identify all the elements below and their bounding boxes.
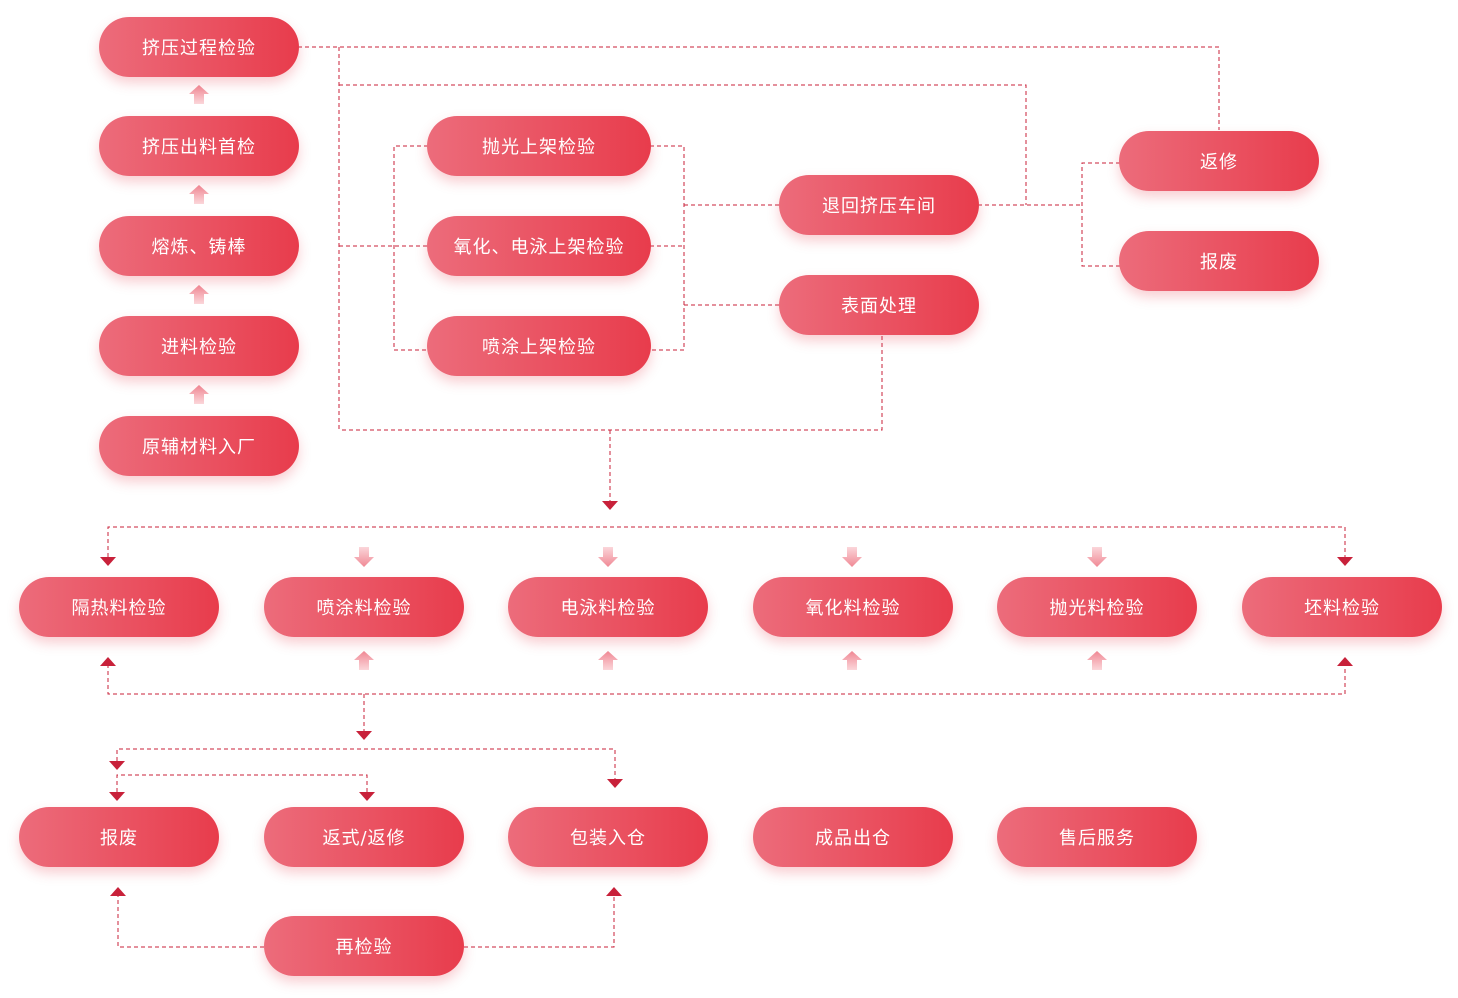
node-spray-material-inspection: 喷涂料检验 [264,577,464,637]
node-polish-rack-inspection: 抛光上架检验 [427,116,651,176]
arrow-down-icon [100,557,116,566]
node-retry-repair: 返式/返修 [264,807,464,867]
node-pack-warehouse: 包装入仓 [508,807,708,867]
soft-arrow-up-icon [1087,651,1107,670]
soft-arrow-up-icon [598,651,618,670]
arrow-down-icon [356,731,372,740]
node-after-sales: 售后服务 [997,807,1197,867]
node-raw-materials-entry: 原辅材料入厂 [99,416,299,476]
node-incoming-inspection: 进料检验 [99,316,299,376]
soft-arrow-down-icon [354,547,374,567]
arrow-down-icon [109,761,125,770]
soft-arrow-up-icon [189,185,209,204]
node-return-extrusion-workshop: 退回挤压车间 [779,175,979,235]
arrow-up-icon [1337,657,1353,666]
soft-arrow-up-icon [189,85,209,104]
node-insulation-inspection: 隔热料检验 [19,577,219,637]
soft-arrow-up-icon [354,651,374,670]
node-polish-material-inspection: 抛光料检验 [997,577,1197,637]
arrow-down-icon [1337,557,1353,566]
node-scrap-top: 报废 [1119,231,1319,291]
node-surface-treatment: 表面处理 [779,275,979,335]
arrow-up-icon [606,887,622,896]
node-finished-out: 成品出仓 [753,807,953,867]
arrow-up-icon [110,887,126,896]
soft-arrow-down-icon [1087,547,1107,567]
node-extrusion-process-inspection: 挤压过程检验 [99,17,299,77]
dashed-lines [107,46,1346,948]
node-spray-rack-inspection: 喷涂上架检验 [427,316,651,376]
node-blank-inspection: 坯料检验 [1242,577,1442,637]
soft-arrow-up-icon [189,285,209,304]
soft-arrow-up-icon [842,651,862,670]
soft-up-arrows [189,85,1107,670]
soft-arrow-up-icon [189,385,209,404]
node-repair-top: 返修 [1119,131,1319,191]
node-extrusion-first-inspection: 挤压出料首检 [99,116,299,176]
solid-arrowheads [100,501,1353,896]
node-melting-casting: 熔炼、铸棒 [99,216,299,276]
soft-arrow-down-icon [598,547,618,567]
arrow-up-icon [100,657,116,666]
arrow-down-icon [359,792,375,801]
node-electrophoresis-inspection: 电泳料检验 [508,577,708,637]
node-oxidation-rack-inspection: 氧化、电泳上架检验 [427,216,651,276]
node-oxidation-material-inspection: 氧化料检验 [753,577,953,637]
node-scrap-bottom: 报废 [19,807,219,867]
soft-arrow-down-icon [842,547,862,567]
soft-down-arrows [354,547,1107,567]
arrow-down-icon [607,779,623,788]
arrow-down-icon [602,501,618,510]
node-reinspect: 再检验 [264,916,464,976]
arrow-down-icon [109,792,125,801]
